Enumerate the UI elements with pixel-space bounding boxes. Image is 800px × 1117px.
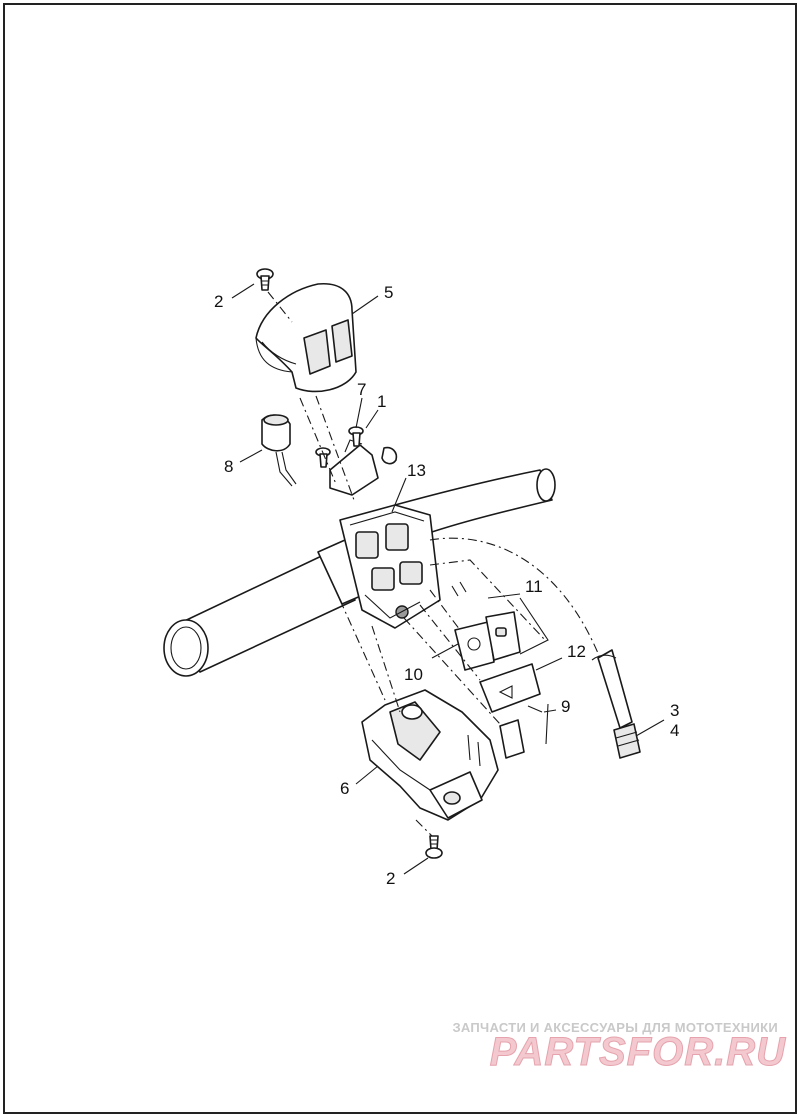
callout-5: 5	[384, 283, 393, 302]
turn-signal-button-12	[479, 663, 541, 713]
handlebar-grip	[163, 539, 371, 677]
screw-2-bottom	[425, 835, 443, 859]
small-switch-9	[499, 705, 543, 759]
assembly-lines	[267, 291, 546, 837]
callout-13: 13	[407, 461, 426, 480]
screw-2-top	[256, 268, 274, 291]
callout-labels: 2 5 7 1 8 13 11 12 10 9 3 4 6 2	[214, 283, 679, 888]
callout-12: 12	[567, 642, 586, 661]
callout-3: 3	[670, 701, 679, 720]
switch-housing-13	[339, 504, 441, 629]
callout-1: 1	[377, 392, 386, 411]
lower-housing-6	[361, 689, 499, 821]
switch-buttons-11	[451, 581, 521, 671]
watermark-caption: ЗАПЧАСТИ И АКСЕССУАРЫ ДЛЯ МОТОТЕХНИКИ	[452, 1020, 778, 1035]
handlebar-tube	[394, 468, 556, 537]
page-border	[3, 3, 797, 1114]
connector-8	[261, 414, 297, 487]
callout-7: 7	[357, 380, 366, 399]
leader-lines	[231, 283, 665, 875]
cable-3-4	[429, 537, 641, 759]
callout-10: 10	[404, 665, 423, 684]
callout-4: 4	[670, 721, 679, 740]
callout-2-bottom: 2	[386, 869, 395, 888]
callout-9: 9	[561, 697, 570, 716]
watermark-logo: PARTSFOR.RU	[489, 1030, 786, 1075]
callout-2-top: 2	[214, 292, 223, 311]
callout-6: 6	[340, 779, 349, 798]
bracket-7	[329, 439, 379, 496]
callout-8: 8	[224, 457, 233, 476]
upper-housing-5	[255, 283, 357, 393]
callout-11: 11	[525, 577, 543, 596]
